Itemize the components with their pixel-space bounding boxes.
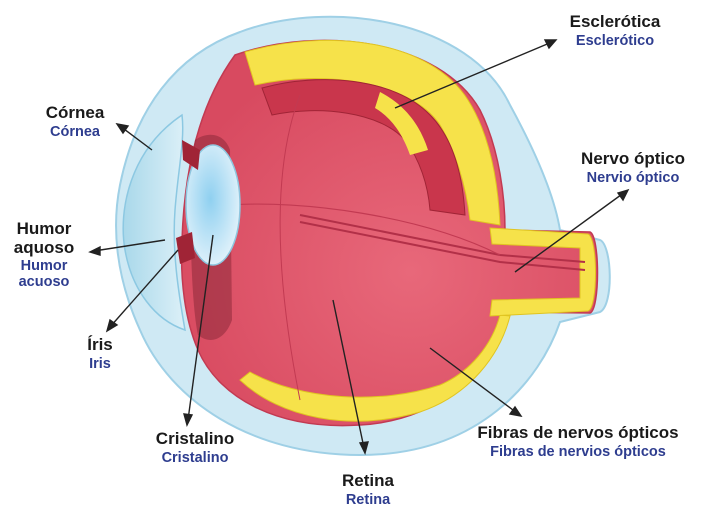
label-cornea-es: Córnea bbox=[25, 125, 125, 141]
label-fibras-pt: Fibras de nervos ópticos bbox=[448, 424, 708, 443]
label-iris: Íris Iris bbox=[70, 336, 130, 373]
arrowhead-cristalino bbox=[184, 414, 192, 425]
label-cristalino-pt: Cristalino bbox=[140, 430, 250, 449]
label-nervo-optico-pt: Nervo óptico bbox=[563, 150, 703, 169]
label-humor-aquoso-pt1: Humor bbox=[3, 220, 85, 239]
label-iris-pt: Íris bbox=[70, 336, 130, 355]
label-esclerotica-pt: Esclerótica bbox=[555, 13, 675, 32]
label-esclerotica: Esclerótica Esclerótico bbox=[555, 13, 675, 50]
label-nervo-optico-es: Nervio óptico bbox=[563, 171, 703, 187]
label-nervo-optico: Nervo óptico Nervio óptico bbox=[563, 150, 703, 187]
label-retina: Retina Retina bbox=[328, 472, 408, 509]
label-fibras-es: Fibras de nervios ópticos bbox=[448, 445, 708, 461]
label-cristalino: Cristalino Cristalino bbox=[140, 430, 250, 467]
arrowhead-nervo bbox=[618, 190, 628, 200]
label-humor-aquoso-es1: Humor bbox=[3, 259, 85, 275]
arrowhead-humor bbox=[90, 247, 100, 255]
label-humor-aquoso-es2: acuoso bbox=[3, 275, 85, 291]
label-esclerotica-es: Esclerótico bbox=[555, 34, 675, 50]
label-iris-es: Iris bbox=[70, 357, 130, 373]
label-cristalino-es: Cristalino bbox=[140, 451, 250, 467]
label-retina-es: Retina bbox=[328, 493, 408, 509]
label-humor-aquoso-pt2: aquoso bbox=[3, 239, 85, 258]
label-cornea: Córnea Córnea bbox=[25, 104, 125, 141]
label-cornea-pt: Córnea bbox=[25, 104, 125, 123]
label-retina-pt: Retina bbox=[328, 472, 408, 491]
label-fibras: Fibras de nervos ópticos Fibras de nervi… bbox=[448, 424, 708, 461]
label-humor-aquoso: Humor aquoso Humor acuoso bbox=[3, 220, 85, 291]
